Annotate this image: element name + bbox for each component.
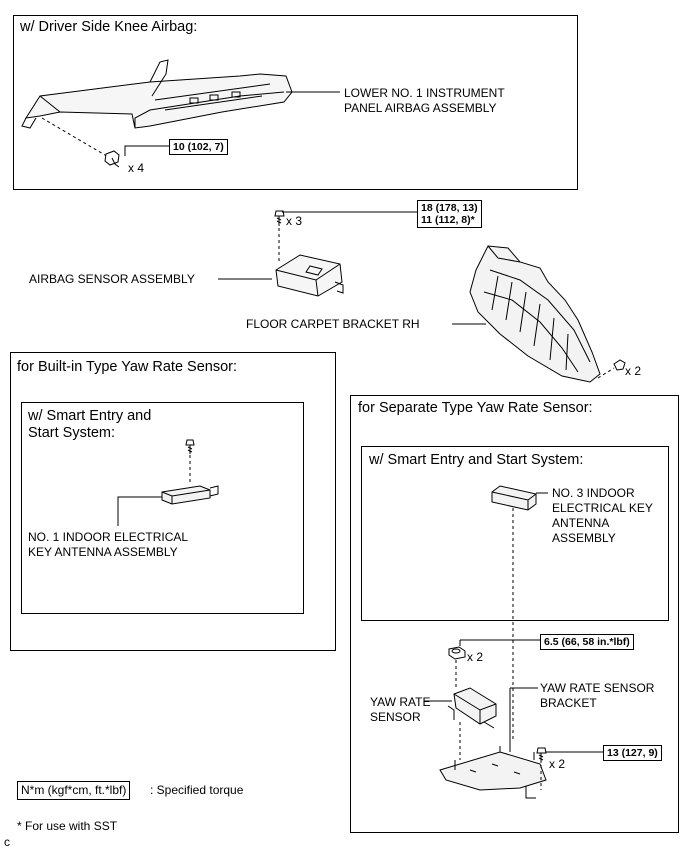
builtin-smart-entry-title: w/ Smart Entry and Start System: [28,408,152,441]
torque-unit-box: N*m (kgf*cm, ft.*lbf) [17,781,131,800]
knee-airbag-drawing [21,59,293,129]
airbag-bolt-torque: 10 (102, 7) [169,139,228,155]
airbag-sensor-label: AIRBAG SENSOR ASSEMBLY [29,272,195,286]
sensor-bolt-qty: x 3 [286,214,303,228]
airbag-bolt-drawing [104,150,120,168]
sensor-bolt-torque: 18 (178, 13) 11 (112, 8)* [417,200,482,228]
separate-smart-entry-title: w/ Smart Entry and Start System: [369,452,584,468]
sensor-bolt-drawing [274,210,285,226]
yaw-bracket-label: YAW RATE SENSOR BRACKET [540,681,655,710]
no1-antenna-label: NO. 1 INDOOR ELECTRICAL KEY ANTENNA ASSE… [28,530,189,559]
corner-mark: c [4,835,10,849]
yaw-nut-drawing [448,646,466,660]
yaw-nut-torque: 6.5 (66, 58 in.*lbf) [540,634,634,650]
separate-yaw-title: for Separate Type Yaw Rate Sensor: [358,400,593,416]
sst-footnote: * For use with SST [17,819,118,833]
separate-smart-entry-frame [361,446,669,621]
floor-carpet-bracket-drawing [469,245,601,383]
airbag-bolt-qty: x 4 [128,161,145,175]
knee-airbag-title: w/ Driver Side Knee Airbag: [20,19,198,35]
yaw-sensor-drawing [447,687,497,729]
separate-yaw-frame [350,395,679,833]
knee-airbag-frame [13,15,578,190]
builtin-yaw-title: for Built-in Type Yaw Rate Sensor: [17,359,238,375]
yaw-sensor-label: YAW RATE SENSOR [370,695,431,724]
yaw-nut-qty: x 2 [467,650,484,664]
bracket-bolt-drawing [536,747,547,763]
bracket-bolt-qty: x 2 [549,757,566,771]
bracket-clip-qty: x 2 [625,364,642,378]
no1-antenna-drawing [161,485,219,505]
lower-airbag-label: LOWER NO. 1 INSTRUMENT PANEL AIRBAG ASSE… [344,86,505,115]
builtin-yaw-frame [10,352,336,651]
airbag-sensor-drawing [275,254,344,297]
floor-bracket-label: FLOOR CARPET BRACKET RH [246,317,420,331]
bracket-bolt-torque: 13 (127, 9) [603,745,662,761]
no3-antenna-drawing [491,485,537,511]
no1-antenna-bolt-drawing [185,439,195,454]
no3-antenna-label: NO. 3 INDOOR ELECTRICAL KEY ANTENNA ASSE… [552,486,653,545]
torque-unit-description: : Specified torque [150,783,244,797]
builtin-smart-entry-frame [21,402,304,614]
yaw-bracket-drawing [439,746,547,799]
